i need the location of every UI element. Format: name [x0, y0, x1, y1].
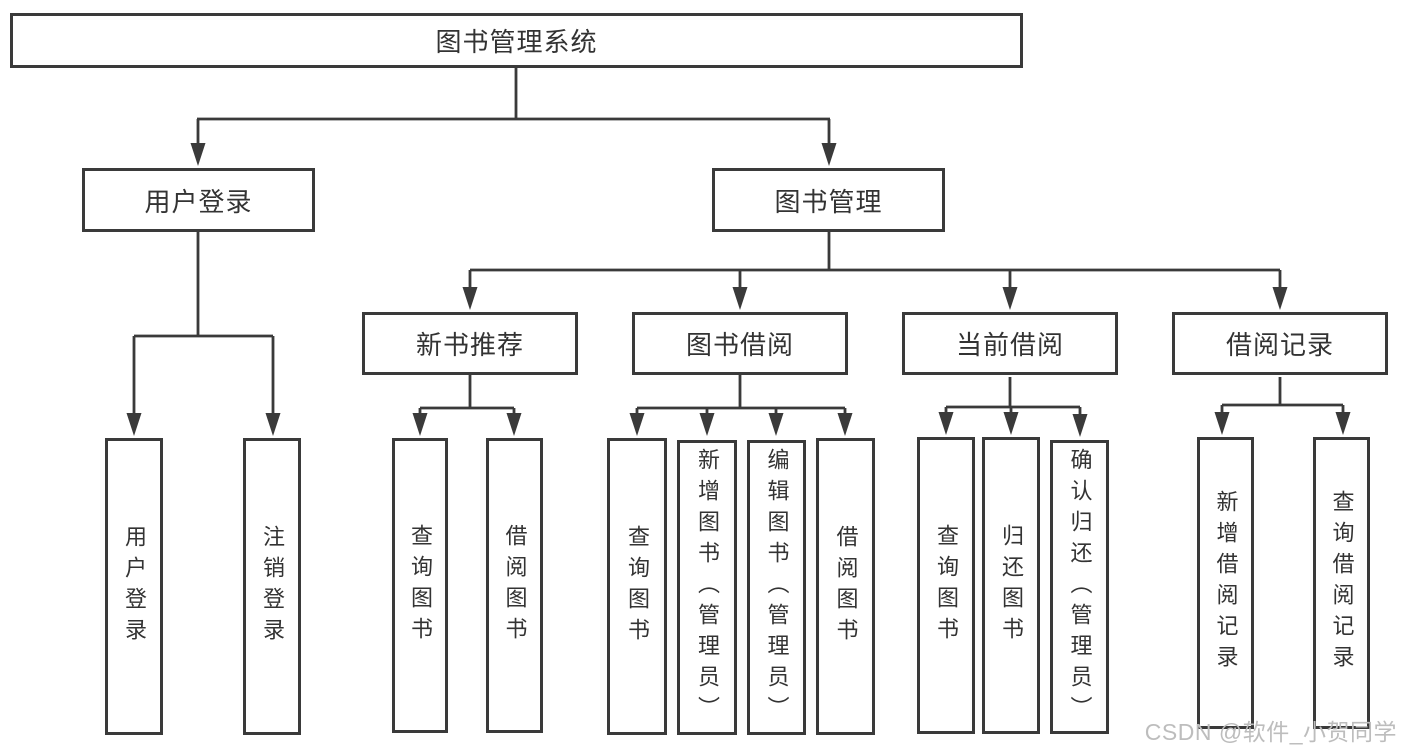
arrowhead [1002, 287, 1018, 310]
arrowhead [768, 413, 784, 436]
arrowhead [265, 413, 281, 436]
watermark-text: CSDN @软件_小贺同学 [1144, 719, 1397, 745]
arrowhead [938, 412, 954, 435]
leaf-borrow-query-books: 查询图书 [607, 438, 667, 735]
arrowhead [506, 413, 522, 436]
leaf-recommend-borrow-books: 借阅图书 [486, 438, 543, 733]
connector-borrow-records [1220, 377, 1345, 419]
arrowhead [837, 413, 853, 436]
node-root: 图书管理系统 [10, 13, 1023, 68]
node-current-borrow: 当前借阅 [902, 312, 1118, 375]
arrowhead [629, 413, 645, 436]
leaf-user-login: 用户登录 [105, 438, 163, 735]
connector-root [196, 68, 831, 150]
arrowhead [462, 287, 478, 310]
connector-book-borrow [635, 375, 847, 420]
leaf-borrow-add-books-admin: 新增图书（管理员） [677, 440, 737, 735]
leaf-records-add-record: 新增借阅记录 [1197, 437, 1254, 729]
arrowhead [1335, 412, 1351, 435]
leaf-current-return-books: 归还图书 [982, 437, 1040, 734]
leaf-records-query-record: 查询借阅记录 [1313, 437, 1370, 729]
arrowheads [126, 143, 1351, 437]
node-new-book-recommend: 新书推荐 [362, 312, 578, 375]
arrowhead [190, 143, 206, 166]
connector-new-book-recommend [418, 375, 516, 420]
connector-book-management [468, 232, 1282, 294]
arrowhead [412, 413, 428, 436]
leaf-recommend-query-books: 查询图书 [392, 438, 448, 733]
arrowhead [699, 413, 715, 436]
arrowhead [732, 287, 748, 310]
node-book-borrow: 图书借阅 [632, 312, 848, 375]
node-user-login: 用户登录 [82, 168, 315, 232]
arrowhead [1214, 412, 1230, 435]
arrowhead [1072, 414, 1088, 437]
arrowhead [1272, 287, 1288, 310]
leaf-current-query-books: 查询图书 [917, 437, 975, 734]
leaf-borrow-edit-books-admin: 编辑图书（管理员） [747, 440, 806, 735]
arrowhead [821, 143, 837, 166]
connector-user-login [132, 232, 275, 419]
arrowhead [1003, 412, 1019, 435]
leaf-borrow-borrow-books: 借阅图书 [816, 438, 875, 735]
leaf-current-confirm-return-admin: 确认归还（管理员） [1050, 440, 1109, 734]
leaf-logout: 注销登录 [243, 438, 301, 735]
arrowhead [126, 413, 142, 436]
node-borrow-records: 借阅记录 [1172, 312, 1388, 375]
node-book-management: 图书管理 [712, 168, 945, 232]
